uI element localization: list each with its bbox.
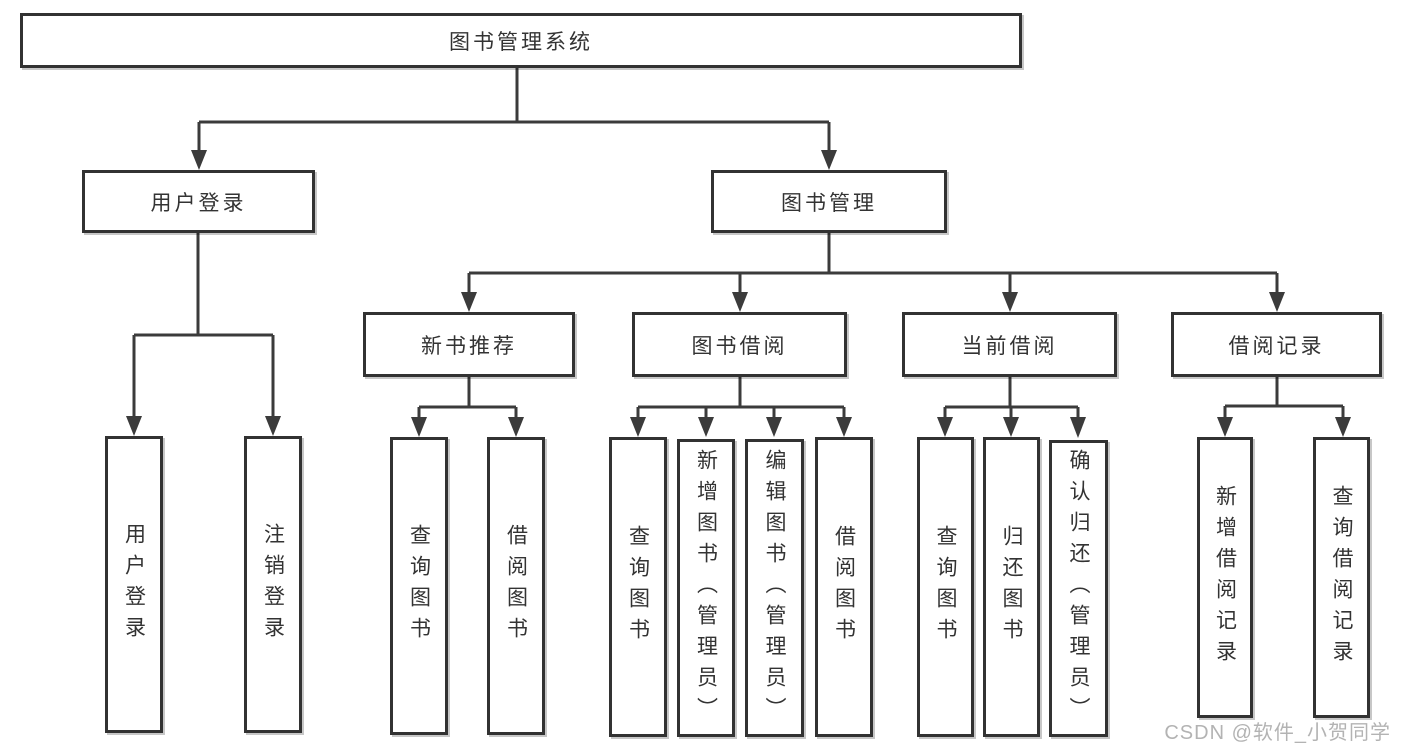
leaf-add-book-admin: 新增图书（管理员） (677, 439, 735, 737)
leaf-add-borrow-record: 新增借阅记录 (1197, 437, 1253, 718)
leaf-confirm-return-admin: 确认归还（管理员） (1049, 440, 1108, 737)
leaf-current-query-book: 查询图书 (917, 437, 974, 737)
node-new-book-recommend-label: 新书推荐 (421, 334, 517, 358)
leaf-borrow-book-label: 借阅图书 (832, 525, 856, 649)
leaf-add-book-admin-label: 新增图书（管理员） (694, 448, 718, 728)
leaf-logout-label: 注销登录 (261, 522, 285, 647)
leaf-recommend-query-book: 查询图书 (390, 437, 448, 735)
leaf-return-book: 归还图书 (983, 437, 1040, 737)
node-book-management: 图书管理 (711, 170, 947, 233)
leaf-borrow-query-book-label: 查询图书 (626, 525, 650, 649)
leaf-user-login-label: 用户登录 (122, 522, 146, 647)
leaf-edit-book-admin: 编辑图书（管理员） (745, 439, 804, 737)
node-root-label: 图书管理系统 (449, 30, 593, 54)
node-book-management-label: 图书管理 (781, 191, 877, 215)
leaf-confirm-return-admin-label: 确认归还（管理员） (1067, 449, 1091, 728)
node-borrow-record-label: 借阅记录 (1228, 334, 1325, 358)
node-current-borrow: 当前借阅 (902, 312, 1117, 377)
leaf-user-login: 用户登录 (105, 436, 163, 733)
node-current-borrow-label: 当前借阅 (961, 334, 1058, 358)
leaf-query-borrow-record-label: 查询借阅记录 (1330, 484, 1354, 671)
node-user-login-label: 用户登录 (150, 191, 247, 215)
leaf-current-query-book-label: 查询图书 (934, 525, 958, 649)
leaf-borrow-query-book: 查询图书 (609, 437, 667, 737)
leaf-recommend-borrow-book-label: 借阅图书 (504, 524, 528, 648)
leaf-logout: 注销登录 (244, 436, 302, 733)
node-borrow-record: 借阅记录 (1171, 312, 1382, 377)
node-book-borrow: 图书借阅 (632, 312, 847, 377)
leaf-query-borrow-record: 查询借阅记录 (1313, 437, 1370, 718)
leaf-borrow-book: 借阅图书 (815, 437, 873, 737)
csdn-watermark: CSDN @软件_小贺同学 (1164, 722, 1391, 744)
node-root: 图书管理系统 (20, 13, 1022, 68)
leaf-add-borrow-record-label: 新增借阅记录 (1213, 484, 1237, 671)
node-book-borrow-label: 图书借阅 (691, 334, 788, 358)
leaf-edit-book-admin-label: 编辑图书（管理员） (763, 448, 787, 728)
leaf-return-book-label: 归还图书 (1000, 525, 1024, 649)
node-new-book-recommend: 新书推荐 (363, 312, 575, 377)
leaf-recommend-borrow-book: 借阅图书 (487, 437, 545, 735)
node-user-login: 用户登录 (82, 170, 315, 233)
leaf-recommend-query-book-label: 查询图书 (407, 524, 431, 648)
